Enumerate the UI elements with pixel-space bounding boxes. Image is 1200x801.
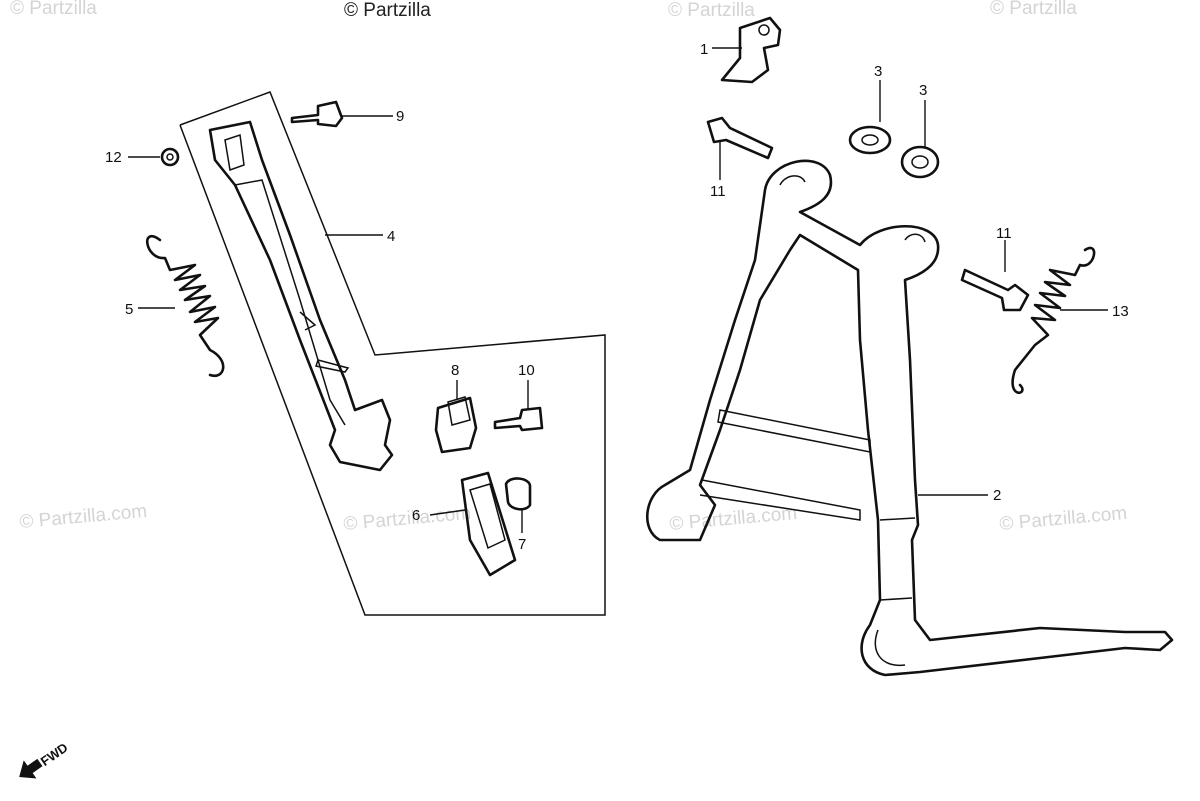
callout-3b: 3 <box>919 82 927 99</box>
spring-5 <box>145 235 225 378</box>
watermark-left-mid: © Partzilla.com <box>19 501 148 533</box>
watermark-top-right-a: © Partzilla <box>668 0 755 21</box>
callout-7: 7 <box>518 536 526 553</box>
callout-8: 8 <box>451 362 459 379</box>
side-stand-part <box>208 120 394 472</box>
callout-numbers: 1 2 3 3 4 5 6 7 8 9 10 11 11 12 13 <box>105 41 1129 553</box>
arrow-left-icon <box>19 758 43 779</box>
bolt-11-a <box>706 116 774 160</box>
fwd-direction-marker: FWD <box>19 740 71 779</box>
callout-4: 4 <box>387 228 395 245</box>
callout-1: 1 <box>700 41 708 58</box>
switch-8 <box>434 396 478 454</box>
leader-lines <box>128 47 1108 533</box>
bracket-1 <box>720 16 782 84</box>
side-stand-group-outline <box>179 91 606 616</box>
callout-5: 5 <box>125 301 133 318</box>
watermark-top-center: © Partzilla <box>344 0 431 21</box>
callout-11a: 11 <box>710 183 726 200</box>
nut-12 <box>160 147 180 167</box>
callout-2: 2 <box>993 487 1001 504</box>
rubber-6 <box>460 471 517 577</box>
watermark-mid-left: © Partzilla.com <box>343 503 472 535</box>
bolt-10 <box>493 406 544 432</box>
callout-9: 9 <box>396 108 404 125</box>
callout-10: 10 <box>518 362 535 379</box>
watermark-top-left: © Partzilla <box>10 0 97 19</box>
callout-13: 13 <box>1112 303 1129 320</box>
spring-13 <box>1011 246 1096 395</box>
callout-3a: 3 <box>874 63 882 80</box>
callout-11b: 11 <box>996 225 1012 242</box>
watermark-right-mid: © Partzilla.com <box>999 503 1128 535</box>
bolt-9 <box>290 100 344 128</box>
washer-3-b <box>900 145 940 179</box>
watermark-top-right-b: © Partzilla <box>990 0 1077 19</box>
washer-3-a <box>848 125 892 155</box>
fwd-label: FWD <box>38 740 71 769</box>
collar-7 <box>504 477 532 511</box>
bolt-11-b <box>960 268 1030 312</box>
callout-6: 6 <box>412 507 420 524</box>
main-stand-part <box>645 159 1174 677</box>
callout-12: 12 <box>105 149 122 166</box>
